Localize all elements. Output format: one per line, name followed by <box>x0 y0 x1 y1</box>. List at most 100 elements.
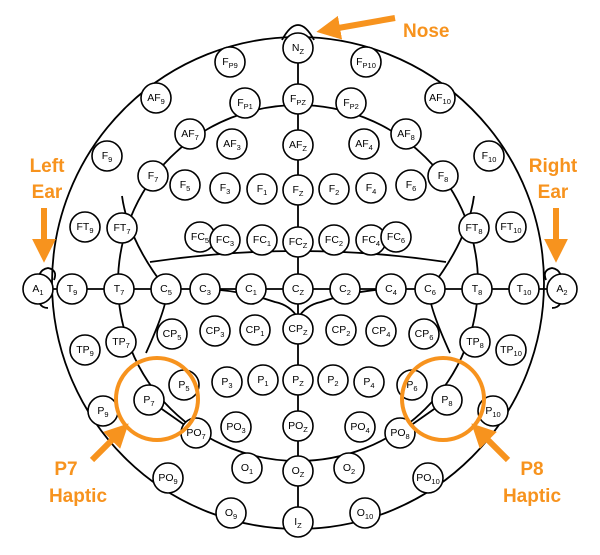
electrode-tp8: TP8 <box>459 326 491 358</box>
electrode-label: PO8 <box>390 427 409 441</box>
electrode-marker <box>69 211 101 243</box>
electrode-cp3: CP3 <box>199 315 231 347</box>
right-centro-arc <box>297 288 392 319</box>
electrode-marker <box>380 221 412 253</box>
electrode-fp1: FP1 <box>229 87 261 119</box>
p7-haptic-ring <box>114 356 200 442</box>
electrode-label: P5 <box>178 379 189 393</box>
electrode-marker <box>395 169 427 201</box>
electrode-c5: C5 <box>150 273 182 305</box>
electrode-label: FP1 <box>237 97 253 111</box>
electrode-label: PZ <box>292 374 304 388</box>
electrode-label: CP3 <box>206 325 225 339</box>
electrode-marker <box>216 128 248 160</box>
electrode-marker <box>189 273 221 305</box>
electrode-label: TP10 <box>500 344 522 358</box>
electrode-marker <box>427 160 459 192</box>
electrode-p7: P7 <box>133 384 165 416</box>
electrode-f7: F7 <box>137 160 169 192</box>
electrode-t9: T9 <box>56 273 88 305</box>
electrode-marker <box>349 497 381 529</box>
electrode-marker <box>214 46 246 78</box>
electrode-marker <box>91 140 123 172</box>
electrode-cz: CZ <box>282 273 314 305</box>
electrode-marker <box>431 384 463 416</box>
electrode-fp10: FP10 <box>350 46 382 78</box>
electrode-marker <box>353 366 385 398</box>
electrode-label: O1 <box>241 462 253 476</box>
electrode-marker <box>247 364 279 396</box>
electrode-marker <box>282 174 314 206</box>
electrode-o1: O1 <box>231 452 263 484</box>
electrode-marker <box>318 173 350 205</box>
electrode-marker <box>105 326 137 358</box>
electrode-marker <box>459 326 491 358</box>
nose-arrow <box>316 15 396 40</box>
electrode-fcz: FCZ <box>282 226 314 258</box>
electrode-po9: PO9 <box>152 462 184 494</box>
electrode-label: AF4 <box>355 138 373 152</box>
electrode-marker <box>133 384 165 416</box>
electrode-marker <box>282 273 314 305</box>
electrode-p8: P8 <box>431 384 463 416</box>
electrode-label: F9 <box>102 150 113 164</box>
electrode-label: TP8 <box>466 336 484 350</box>
electrode-cp4: CP4 <box>365 315 397 347</box>
electrode-f3: F3 <box>209 172 241 204</box>
electrode-fz: FZ <box>282 174 314 206</box>
electrode-label: F10 <box>482 150 497 164</box>
electrode-f4: F4 <box>355 172 387 204</box>
electrode-label: AF7 <box>181 128 199 142</box>
electrode-cpz: CPZ <box>282 313 314 345</box>
electrode-marker <box>375 273 407 305</box>
electrode-marker <box>329 273 361 305</box>
electrode-label: T9 <box>67 283 78 297</box>
electrode-ft10: FT10 <box>495 211 527 243</box>
electrode-label: C6 <box>424 283 436 297</box>
electrode-label: FP2 <box>343 97 359 111</box>
electrode-label: NZ <box>292 42 305 56</box>
electrode-label: F4 <box>366 182 377 196</box>
electrode-po3: PO3 <box>220 411 252 443</box>
electrode-fc1: FC1 <box>246 224 278 256</box>
electrode-c1: C1 <box>235 273 267 305</box>
electrode-marker <box>282 364 314 396</box>
electrode-label: AFZ <box>289 139 307 153</box>
p8-arrow <box>471 423 511 463</box>
electrode-marker <box>150 273 182 305</box>
electrode-marker <box>325 314 357 346</box>
annotations: Nose Left Ear Right Ear P7 Haptic P8 Hap… <box>30 15 578 507</box>
electrode-cp1: CP1 <box>239 314 271 346</box>
electrode-label: FT10 <box>500 221 521 235</box>
electrode-label: T8 <box>472 283 483 297</box>
electrode-label: P6 <box>406 379 417 393</box>
electrode-label: F7 <box>148 170 159 184</box>
electrode-marker <box>282 455 314 487</box>
electrode-marker <box>282 129 314 161</box>
electrode-p2: P2 <box>317 364 349 396</box>
electrode-label: F6 <box>406 179 417 193</box>
electrode-label: PO10 <box>416 472 440 486</box>
electrode-a1: A1 <box>22 273 54 305</box>
electrode-marker <box>140 82 172 114</box>
electrode-fc4: FC4 <box>355 224 387 256</box>
electrode-marker <box>174 118 206 150</box>
electrode-t8: T8 <box>461 273 493 305</box>
electrode-marker <box>282 32 314 64</box>
electrode-fc2: FC2 <box>318 224 350 256</box>
electrode-cp2: CP2 <box>325 314 357 346</box>
electrode-marker <box>335 87 367 119</box>
electrode-af9: AF9 <box>140 82 172 114</box>
electrode-label: P1 <box>257 374 268 388</box>
electrode-marker <box>508 273 540 305</box>
electrode-marker <box>461 273 493 305</box>
electrode-marker <box>350 46 382 78</box>
electrode-label: O9 <box>225 507 237 521</box>
electrode-fp9: FP9 <box>214 46 246 78</box>
electrode-label: PO3 <box>226 421 245 435</box>
electrode-label: FC3 <box>216 234 234 248</box>
electrode-marker <box>495 211 527 243</box>
electrode-marker <box>69 334 101 366</box>
